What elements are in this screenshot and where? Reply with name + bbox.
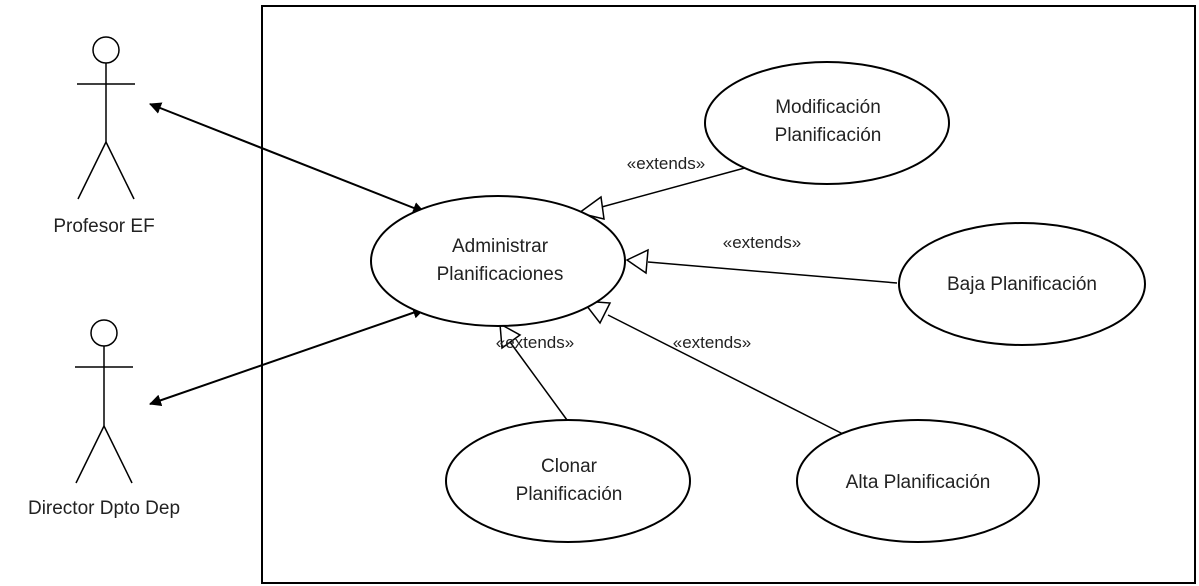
use-case-label-line2: Planificación xyxy=(516,484,623,505)
extends-label-clonar: «extends» xyxy=(496,333,574,352)
actor-left-leg xyxy=(77,141,107,200)
actor-right-leg xyxy=(103,425,133,484)
actor-profesor-ef[interactable]: Profesor EF xyxy=(53,36,155,237)
extend-modificacion xyxy=(577,165,753,220)
use-case-administrar-planificaciones[interactable]: Administrar Planificaciones xyxy=(370,195,626,327)
use-case-label-line2: Planificación xyxy=(775,125,882,146)
association-director-administrar xyxy=(149,306,425,407)
use-case-alta-planificacion[interactable]: Alta Planificación xyxy=(796,419,1040,543)
use-case-label: Baja Planificación xyxy=(947,274,1097,295)
extend-alta xyxy=(581,300,846,436)
association-profesor-administrar xyxy=(149,102,425,214)
system-boundary xyxy=(261,5,1196,584)
actor-director-label: Director Dpto Dep xyxy=(28,498,180,519)
extends-label-baja: «extends» xyxy=(723,233,801,252)
hollow-triangle-head xyxy=(499,322,522,350)
extend-baja xyxy=(625,248,898,284)
actor-director-dpto-dep[interactable]: Director Dpto Dep xyxy=(28,319,180,519)
hollow-triangle-head xyxy=(625,248,649,275)
extend-clonar xyxy=(499,322,568,421)
use-case-label-line1: Administrar xyxy=(452,236,549,257)
actor-right-leg xyxy=(105,141,135,200)
extends-label-alta: «extends» xyxy=(673,333,751,352)
use-case-label: Alta Planificación xyxy=(846,472,991,493)
use-case-modificacion-planificacion[interactable]: Modificación Planificación xyxy=(704,61,950,185)
use-case-label-line1: Clonar xyxy=(541,456,598,477)
actor-head xyxy=(92,36,120,64)
use-case-label-line2: Planificaciones xyxy=(437,264,564,285)
actor-profesor-label: Profesor EF xyxy=(53,216,154,237)
actor-left-leg xyxy=(75,425,105,484)
actor-head xyxy=(90,319,118,347)
extends-label-modificacion: «extends» xyxy=(627,154,705,173)
use-case-clonar-planificacion[interactable]: Clonar Planificación xyxy=(445,419,691,543)
use-case-baja-planificacion[interactable]: Baja Planificación xyxy=(898,222,1146,346)
use-case-label-line1: Modificación xyxy=(775,97,881,118)
